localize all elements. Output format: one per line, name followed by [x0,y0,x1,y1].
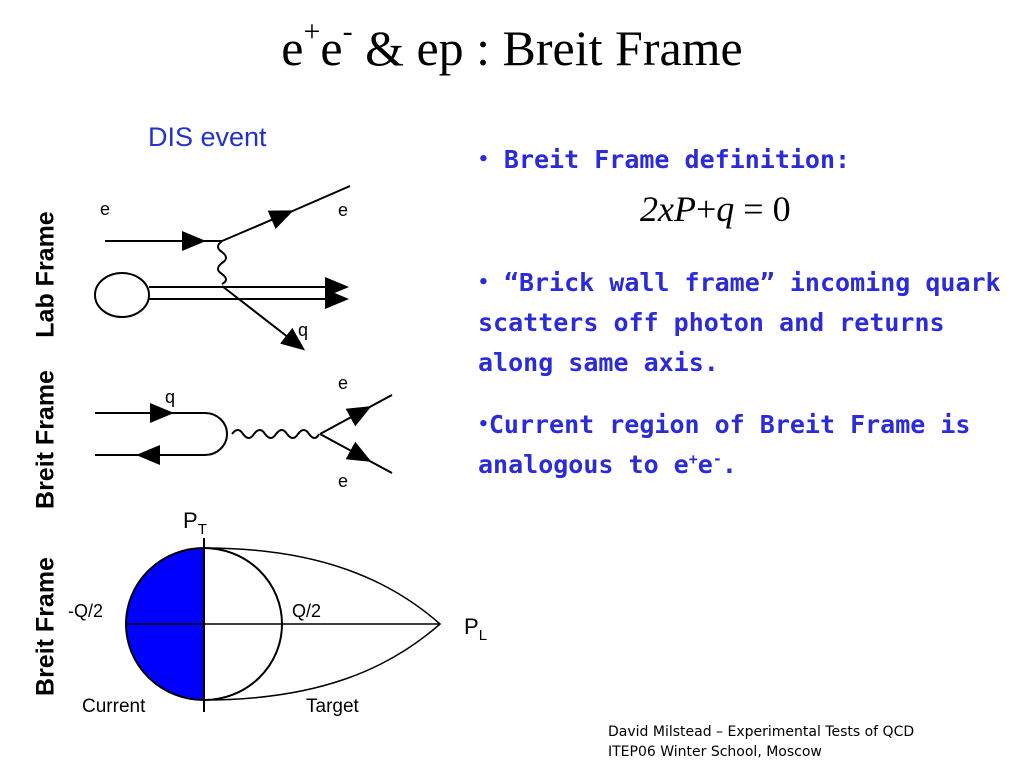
credit-line-2: ITEP06 Winter School, Moscow [608,744,822,760]
bullet-current-region: •Current region of Breit Frame is analog… [478,410,971,479]
author-credit: David Milstead – Experimental Tests of Q… [608,722,914,762]
pl-label: PL [464,614,487,644]
bullet-brick-wall: • “Brick wall frame” incoming quark scat… [478,268,1001,377]
target-label: Target [306,696,360,717]
neg-q-half-label: -Q/2 [68,601,103,621]
lab-frame-diagram: e e q [94,185,351,351]
breit-equation: 2xP+q = 0 [640,189,791,229]
credit-line-1: David Milstead – Experimental Tests of Q… [608,724,915,740]
current-label: Current [82,696,146,717]
breit-e-bottom-label: e [338,471,348,491]
bullet-definition: • Breit Frame definition: [478,145,851,174]
photon-wave [217,240,227,285]
lab-e-out-label: e [338,200,348,220]
dis-event-label: DIS event [148,122,267,152]
breit-frame-phase-diagram: PT PL -Q/2 Q/2 Current Target [68,508,487,717]
pt-label: PT [183,508,207,538]
breit-scatter-diagram: q e e [95,373,393,491]
pos-q-half-label: Q/2 [292,601,321,621]
proton-blob [94,272,150,318]
page-title: e+e- & ep : Breit Frame [281,15,743,77]
lab-q-label: q [298,320,308,340]
lab-e-in-label: e [100,199,110,219]
breit-e-top-label: e [338,373,348,393]
breit-q-label: q [165,387,175,407]
